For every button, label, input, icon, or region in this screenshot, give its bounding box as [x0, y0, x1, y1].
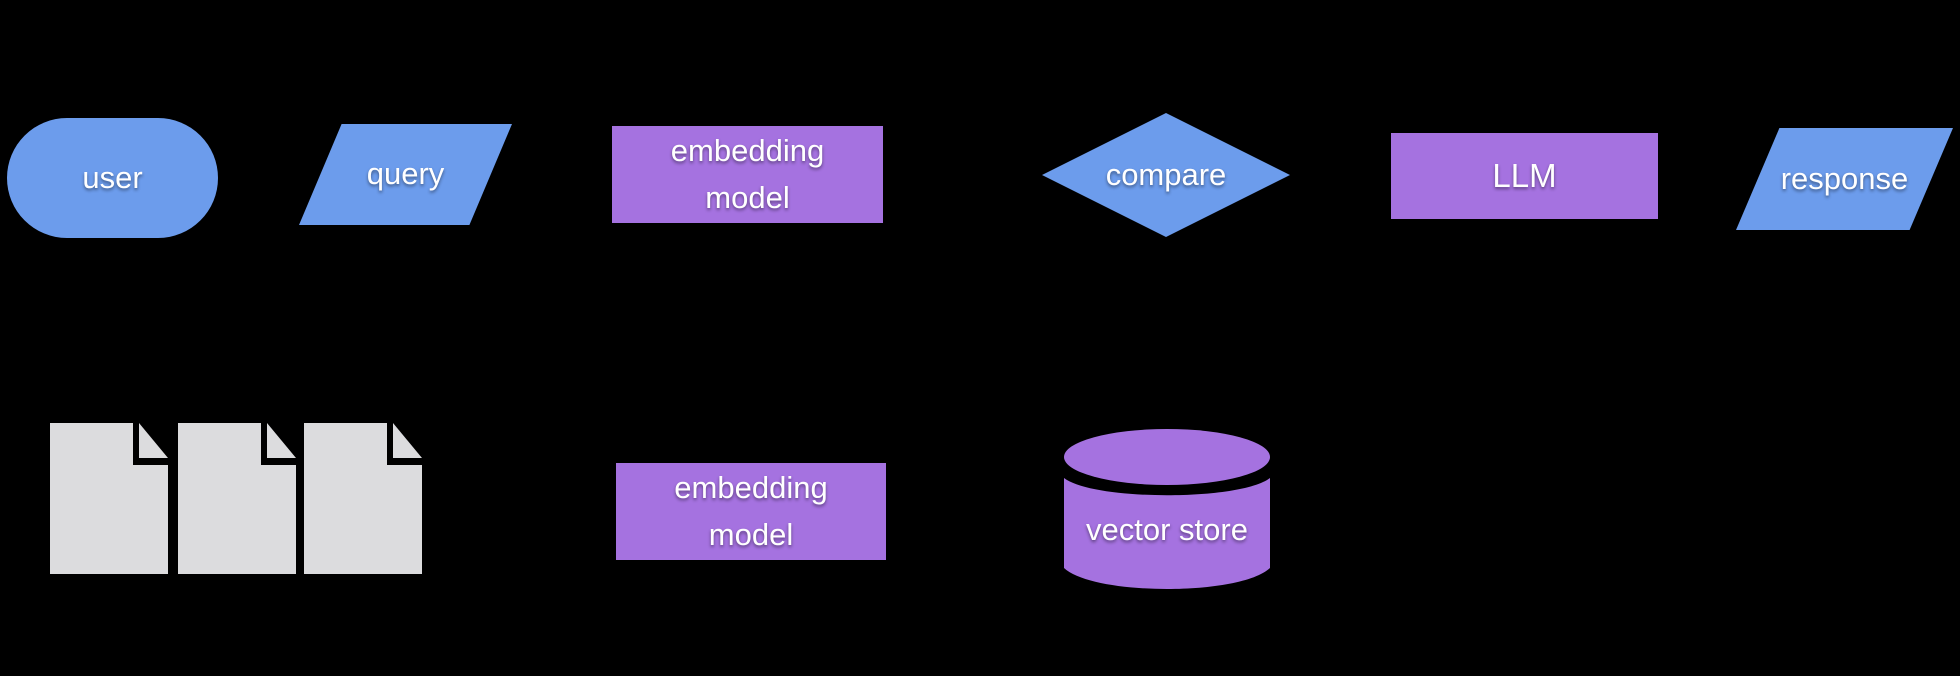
query-node-label: query	[366, 156, 445, 192]
user-node-label: user	[82, 159, 143, 195]
query-node: query	[299, 124, 512, 225]
response-node: response	[1736, 128, 1953, 230]
embedding-model-bottom-node: embedding model	[616, 463, 886, 560]
compare-node-label: compare	[1105, 156, 1227, 192]
cylinder-icon	[1064, 429, 1270, 589]
compare-node: compare	[1042, 113, 1290, 237]
llm-node: LLM	[1391, 133, 1658, 219]
response-node-label: response	[1780, 160, 1909, 196]
user-node: user	[7, 118, 218, 238]
embedding-model-bottom-label: embedding model	[674, 470, 828, 552]
document-icon	[50, 423, 168, 574]
document-icon	[304, 423, 422, 574]
vector-store-label: vector store	[1086, 512, 1248, 547]
vector-store-node: vector store	[1064, 428, 1270, 595]
embedding-model-top-node: embedding model	[612, 126, 883, 223]
llm-node-label: LLM	[1492, 157, 1557, 195]
document-icon	[178, 423, 296, 574]
embedding-model-top-label: embedding model	[670, 133, 825, 215]
